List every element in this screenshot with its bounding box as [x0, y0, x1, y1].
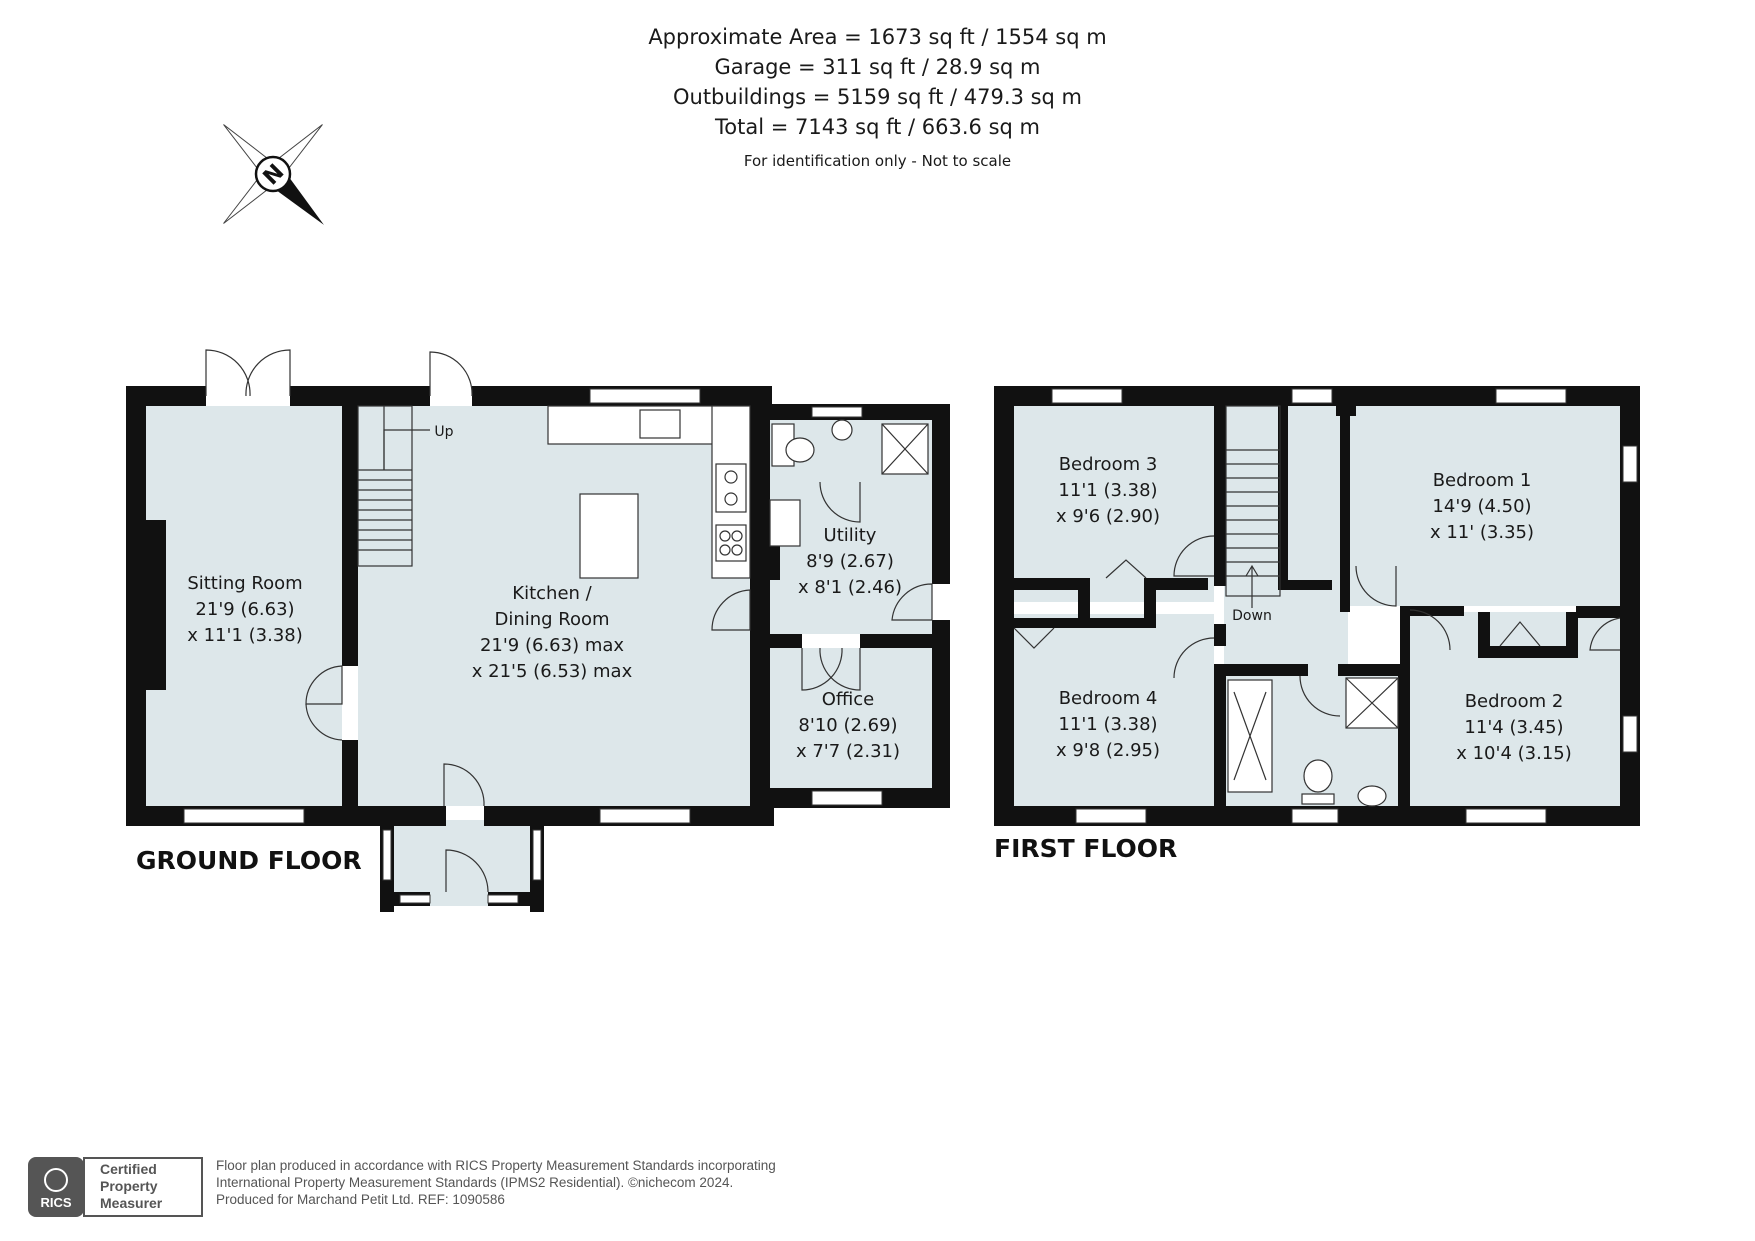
bedroom4-name: Bedroom 4 — [1059, 688, 1158, 709]
bedroom2-dim2: x 10'4 (3.15) — [1456, 743, 1572, 764]
office-name: Office — [822, 689, 875, 710]
kitchen-dim1: 21'9 (6.63) max — [480, 635, 624, 656]
sitting-room — [146, 406, 342, 806]
bedroom-3 — [1014, 406, 1214, 602]
stairs-down-label: Down — [1232, 608, 1272, 624]
rics-org: RICS — [40, 1195, 71, 1210]
bedroom2-dim1: 11'4 (3.45) — [1464, 717, 1563, 738]
bedroom4-dim1: 11'1 (3.38) — [1058, 714, 1157, 735]
badge-line-1: Certified — [100, 1161, 157, 1177]
ground-floor-title: GROUND FLOOR — [136, 846, 362, 875]
sitting-room-dim2: x 11'1 (3.38) — [187, 625, 303, 646]
kitchen-name-1: Kitchen / — [512, 583, 592, 604]
office-dim2: x 7'7 (2.31) — [796, 741, 900, 762]
bedroom3-dim2: x 9'6 (2.90) — [1056, 506, 1160, 527]
utility-dim2: x 8'1 (2.46) — [798, 577, 902, 598]
ground-floor-plan — [126, 349, 950, 912]
total-line: Total = 7143 sq ft / 663.6 sq m — [715, 115, 1040, 139]
bedroom2-name: Bedroom 2 — [1465, 691, 1564, 712]
first-floor-title: FIRST FLOOR — [994, 834, 1178, 863]
bedroom4-dim2: x 9'8 (2.95) — [1056, 740, 1160, 761]
bedroom1-dim2: x 11' (3.35) — [1430, 522, 1534, 543]
bedroom3-name: Bedroom 3 — [1059, 454, 1158, 475]
compass-icon: N — [223, 124, 324, 225]
footer-line-1: Floor plan produced in accordance with R… — [216, 1158, 776, 1173]
footer-line-2: International Property Measurement Stand… — [216, 1175, 734, 1190]
bedroom-1 — [1348, 406, 1620, 606]
kitchen-name-2: Dining Room — [494, 609, 609, 630]
rics-logo-icon — [44, 1168, 68, 1192]
rics-badge: RICS Certified Property Measurer — [28, 1157, 203, 1217]
garage-line: Garage = 311 sq ft / 28.9 sq m — [714, 55, 1041, 79]
office-room — [770, 648, 932, 788]
footer-line-3: Produced for Marchand Petit Ltd. REF: 10… — [216, 1192, 505, 1207]
bedroom3-dim1: 11'1 (3.38) — [1058, 480, 1157, 501]
utility-name: Utility — [824, 525, 877, 546]
bedroom-2 — [1408, 612, 1620, 806]
first-floor-plan — [994, 386, 1640, 826]
kitchen-dim2: x 21'5 (6.53) max — [472, 661, 633, 682]
outbuildings-line: Outbuildings = 5159 sq ft / 479.3 sq m — [672, 85, 1083, 109]
kitchen-dining-room — [358, 406, 750, 806]
area-line: Approximate Area = 1673 sq ft / 1554 sq … — [648, 25, 1107, 49]
bedroom1-name: Bedroom 1 — [1433, 470, 1532, 491]
sitting-room-name: Sitting Room — [187, 573, 302, 594]
badge-line-2: Property — [100, 1178, 158, 1194]
footer-text: Floor plan produced in accordance with R… — [216, 1157, 776, 1208]
stairs-up-label: Up — [434, 424, 453, 440]
scale-note: For identification only - Not to scale — [743, 152, 1012, 170]
office-dim1: 8'10 (2.69) — [798, 715, 897, 736]
porch — [394, 820, 530, 906]
bedroom-4 — [1014, 614, 1214, 806]
utility-dim1: 8'9 (2.67) — [806, 551, 894, 572]
badge-line-3: Measurer — [100, 1195, 163, 1211]
bedroom1-dim1: 14'9 (4.50) — [1432, 496, 1531, 517]
sitting-room-dim1: 21'9 (6.63) — [195, 599, 294, 620]
